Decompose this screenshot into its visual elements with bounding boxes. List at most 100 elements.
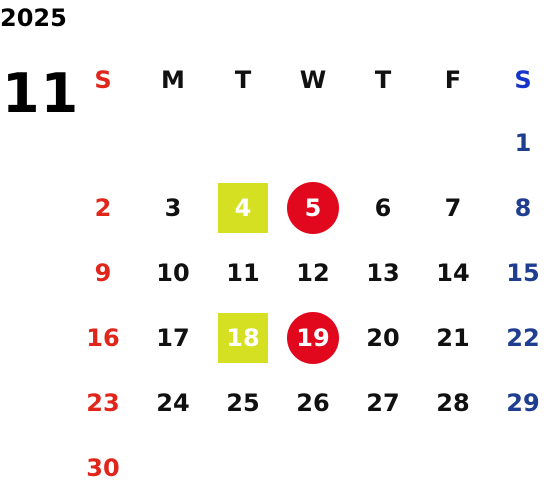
day-number: 10 [156,258,190,287]
weekday-header-tue: T [208,45,278,115]
day-number: 5 [304,193,322,222]
empty-day-cell [348,435,418,500]
day-number: 6 [374,193,392,222]
weekday-header-sun: S [68,45,138,115]
day-number: 16 [86,323,120,352]
day-number: 15 [506,258,540,287]
day-cell: 12 [278,240,348,305]
day-number: 13 [366,258,400,287]
weekday-header-mon: M [138,45,208,115]
day-number: 9 [94,258,112,287]
day-cell: 21 [418,305,488,370]
day-cell: 14 [418,240,488,305]
day-number: 11 [226,258,260,287]
day-cell: 24 [138,370,208,435]
empty-day-cell [278,110,348,175]
week-row: 30 [68,435,548,500]
week-row: 16 17 18 19 20 21 22 [68,305,548,370]
day-cell: 9 [68,240,138,305]
day-number: 18 [226,323,260,352]
empty-day-cell [348,110,418,175]
day-number: 20 [366,323,400,352]
day-number: 4 [234,193,252,222]
day-cell: 6 [348,175,418,240]
day-number: 3 [164,193,182,222]
day-number: 14 [436,258,470,287]
empty-day-cell [208,110,278,175]
day-cell: 15 [488,240,548,305]
day-cell: 17 [138,305,208,370]
weekday-header-thu: T [348,45,418,115]
day-cell: 28 [418,370,488,435]
day-number: 27 [366,388,400,417]
highlight-square-marker [218,182,268,233]
year-label: 2025 [0,4,67,32]
weekday-header-sat: S [488,45,548,115]
empty-day-cell [418,110,488,175]
day-cell: 2 [68,175,138,240]
empty-day-cell [278,435,348,500]
day-cell: 30 [68,435,138,500]
day-number: 24 [156,388,190,417]
weekday-label: T [234,66,252,94]
day-number: 12 [296,258,330,287]
month-label: 11 [2,62,80,125]
weekday-header-fri: F [418,45,488,115]
day-number: 30 [86,453,120,482]
day-cell: 11 [208,240,278,305]
day-cell: 29 [488,370,548,435]
day-number: 19 [296,323,330,352]
day-number: 7 [444,193,462,222]
day-cell: 27 [348,370,418,435]
day-cell: 7 [418,175,488,240]
day-number: 26 [296,388,330,417]
weekday-header-wed: W [278,45,348,115]
empty-day-cell [138,110,208,175]
day-number: 25 [226,388,260,417]
day-cell: 10 [138,240,208,305]
weekday-label: T [374,66,392,94]
day-cell: 8 [488,175,548,240]
day-number: 1 [514,128,532,157]
highlight-square-marker [218,312,268,363]
day-cell: 4 [208,175,278,240]
day-number: 8 [514,193,532,222]
week-row: 23 24 25 26 27 28 29 [68,370,548,435]
day-cell: 23 [68,370,138,435]
weekday-label: W [299,66,327,94]
weekday-label: M [161,66,185,94]
day-number: 21 [436,323,470,352]
day-number: 29 [506,388,540,417]
highlight-circle-marker [287,311,339,364]
day-cell: 5 [278,175,348,240]
weekday-header-row: S M T W T F S [68,45,548,110]
empty-day-cell [488,435,548,500]
weekday-label: S [94,66,112,94]
day-cell: 19 [278,305,348,370]
day-cell: 3 [138,175,208,240]
day-number: 23 [86,388,120,417]
day-cell: 26 [278,370,348,435]
day-cell: 20 [348,305,418,370]
weekday-label: F [444,66,462,94]
empty-day-cell [68,110,138,175]
day-number: 17 [156,323,190,352]
empty-day-cell [208,435,278,500]
day-number: 28 [436,388,470,417]
day-cell: 16 [68,305,138,370]
day-cell: 25 [208,370,278,435]
day-cell: 13 [348,240,418,305]
day-cell: 1 [488,110,548,175]
weekday-label: S [514,66,532,94]
week-row: 9 10 11 12 13 14 15 [68,240,548,305]
day-cell: 22 [488,305,548,370]
day-number: 22 [506,323,540,352]
highlight-circle-marker [287,181,339,234]
empty-day-cell [138,435,208,500]
day-cell: 18 [208,305,278,370]
empty-day-cell [418,435,488,500]
week-row: 1 [68,110,548,175]
